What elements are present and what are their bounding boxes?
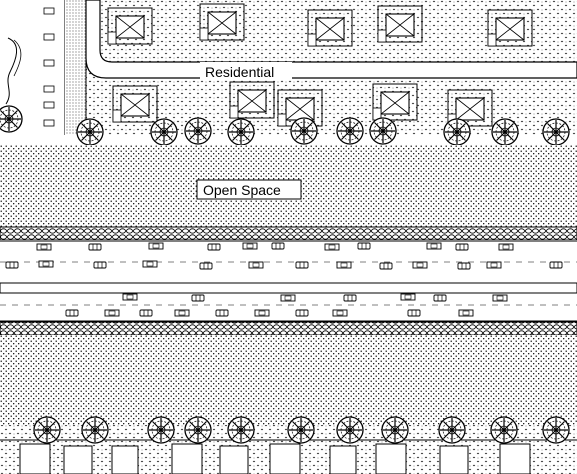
- open-space-label: Open Space: [203, 182, 281, 198]
- car-icon: [5, 261, 19, 269]
- tree-icon: [33, 416, 61, 444]
- tree-icon: [381, 416, 409, 444]
- tree-icon: [227, 416, 255, 444]
- car-icon: [215, 309, 229, 317]
- car-icon: [458, 309, 474, 317]
- car-icon: [191, 294, 205, 302]
- tree-icon: [290, 117, 318, 145]
- road-corridor: [0, 240, 577, 322]
- car-icon: [199, 262, 213, 270]
- car-icon: [357, 242, 371, 250]
- tree-icon: [336, 416, 364, 444]
- south-hedge-strip: [0, 321, 577, 336]
- car-icon: [104, 309, 120, 317]
- tree-icon: [150, 118, 178, 146]
- south-house-row: [19, 443, 531, 474]
- car-icon: [207, 243, 221, 251]
- car-icon: [426, 242, 442, 250]
- car-icon: [88, 243, 102, 251]
- car-icon: [36, 243, 52, 251]
- north-residential-block: Residential: [0, 0, 577, 146]
- car-icon: [400, 293, 416, 301]
- tree-icon: [81, 416, 109, 444]
- tree-icon: [147, 416, 175, 444]
- car-icon: [336, 261, 352, 269]
- car-icon: [498, 243, 514, 251]
- tree-icon: [490, 416, 518, 444]
- south-residential-block: [0, 416, 577, 474]
- north-mailbox-column: [43, 7, 55, 127]
- north-access-street: [85, 0, 577, 79]
- car-icon: [148, 242, 164, 250]
- car-icon: [332, 309, 348, 317]
- car-icon: [379, 262, 393, 270]
- north-stone-strip: [64, 0, 86, 135]
- residential-label: Residential: [205, 64, 274, 80]
- car-icon: [174, 309, 190, 317]
- car-icon: [343, 294, 357, 302]
- car-icon: [122, 293, 138, 301]
- car-icon: [295, 309, 309, 317]
- open-space-south: [0, 335, 577, 425]
- car-icon: [248, 261, 264, 269]
- north-hedge-strip: [0, 226, 577, 241]
- tree-icon: [443, 118, 471, 146]
- tree-icon: [369, 117, 397, 145]
- north-sidewalk-column: [40, 0, 64, 135]
- car-icon: [295, 261, 309, 269]
- car-icon: [433, 294, 447, 302]
- car-icon: [271, 242, 285, 250]
- car-icon: [412, 261, 428, 269]
- tree-icon: [0, 105, 23, 133]
- car-icon: [486, 261, 502, 269]
- tree-icon: [227, 118, 255, 146]
- tree-icon: [184, 117, 212, 145]
- residential-label-box: [200, 62, 292, 79]
- tree-icon: [438, 416, 466, 444]
- car-icon: [93, 261, 107, 269]
- tree-icon: [184, 416, 212, 444]
- tree-icon: [542, 118, 570, 146]
- north-left-path: [5, 37, 17, 105]
- car-icon: [242, 242, 258, 250]
- car-icon: [407, 309, 421, 317]
- car-icon: [38, 260, 54, 268]
- tree-icon: [542, 416, 570, 444]
- road-median: [0, 282, 577, 294]
- car-icon: [324, 243, 340, 251]
- car-icon: [142, 260, 158, 268]
- car-icon: [254, 309, 270, 317]
- car-icon: [492, 294, 508, 302]
- car-icon: [549, 261, 563, 269]
- car-icon: [455, 243, 469, 251]
- car-icon: [457, 262, 471, 270]
- car-icon: [65, 309, 79, 317]
- tree-icon: [76, 118, 104, 146]
- open-space-label-box: [196, 179, 302, 200]
- tree-icon: [287, 416, 315, 444]
- tree-icon: [491, 118, 519, 146]
- car-icon: [139, 309, 153, 317]
- car-icon: [280, 294, 296, 302]
- tree-icon: [336, 117, 364, 145]
